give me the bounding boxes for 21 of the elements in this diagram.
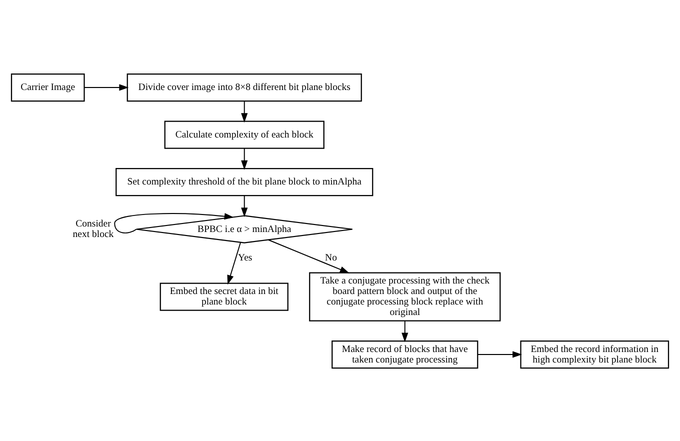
node-box: Embed the secret data in bit plane block [160,282,288,310]
arrow [84,84,129,90]
arrow [477,350,522,358]
node-box: Take a conjugate processing with the check board pattern block and output of the conjugate processing block replace with original [309,272,501,321]
node-box: Embed the record information in high complexity bit plane block [520,340,670,368]
arrow [227,241,242,284]
arrow [268,238,350,273]
node-box: Set complexity threshold of the bit plane block to minAlpha [116,167,374,196]
arrow [402,320,408,342]
arrow [114,212,234,233]
node-box: Calculate complexity of each block [164,120,324,148]
arrow [241,100,248,122]
arrow [241,194,248,217]
edge-label: Yes [238,252,252,263]
arrow [241,148,248,170]
edge-label: Consider next block [72,218,114,240]
node-box: Carrier Image [10,72,85,102]
node-box: Divide cover image into 8×8 different bit plane blocks [126,72,362,102]
edge-label: No [325,252,337,263]
node-diamond: BPBC i.e α > minAlpha [136,214,353,243]
node-box: Make record of blocks that have taken conjugate processing [332,340,478,368]
